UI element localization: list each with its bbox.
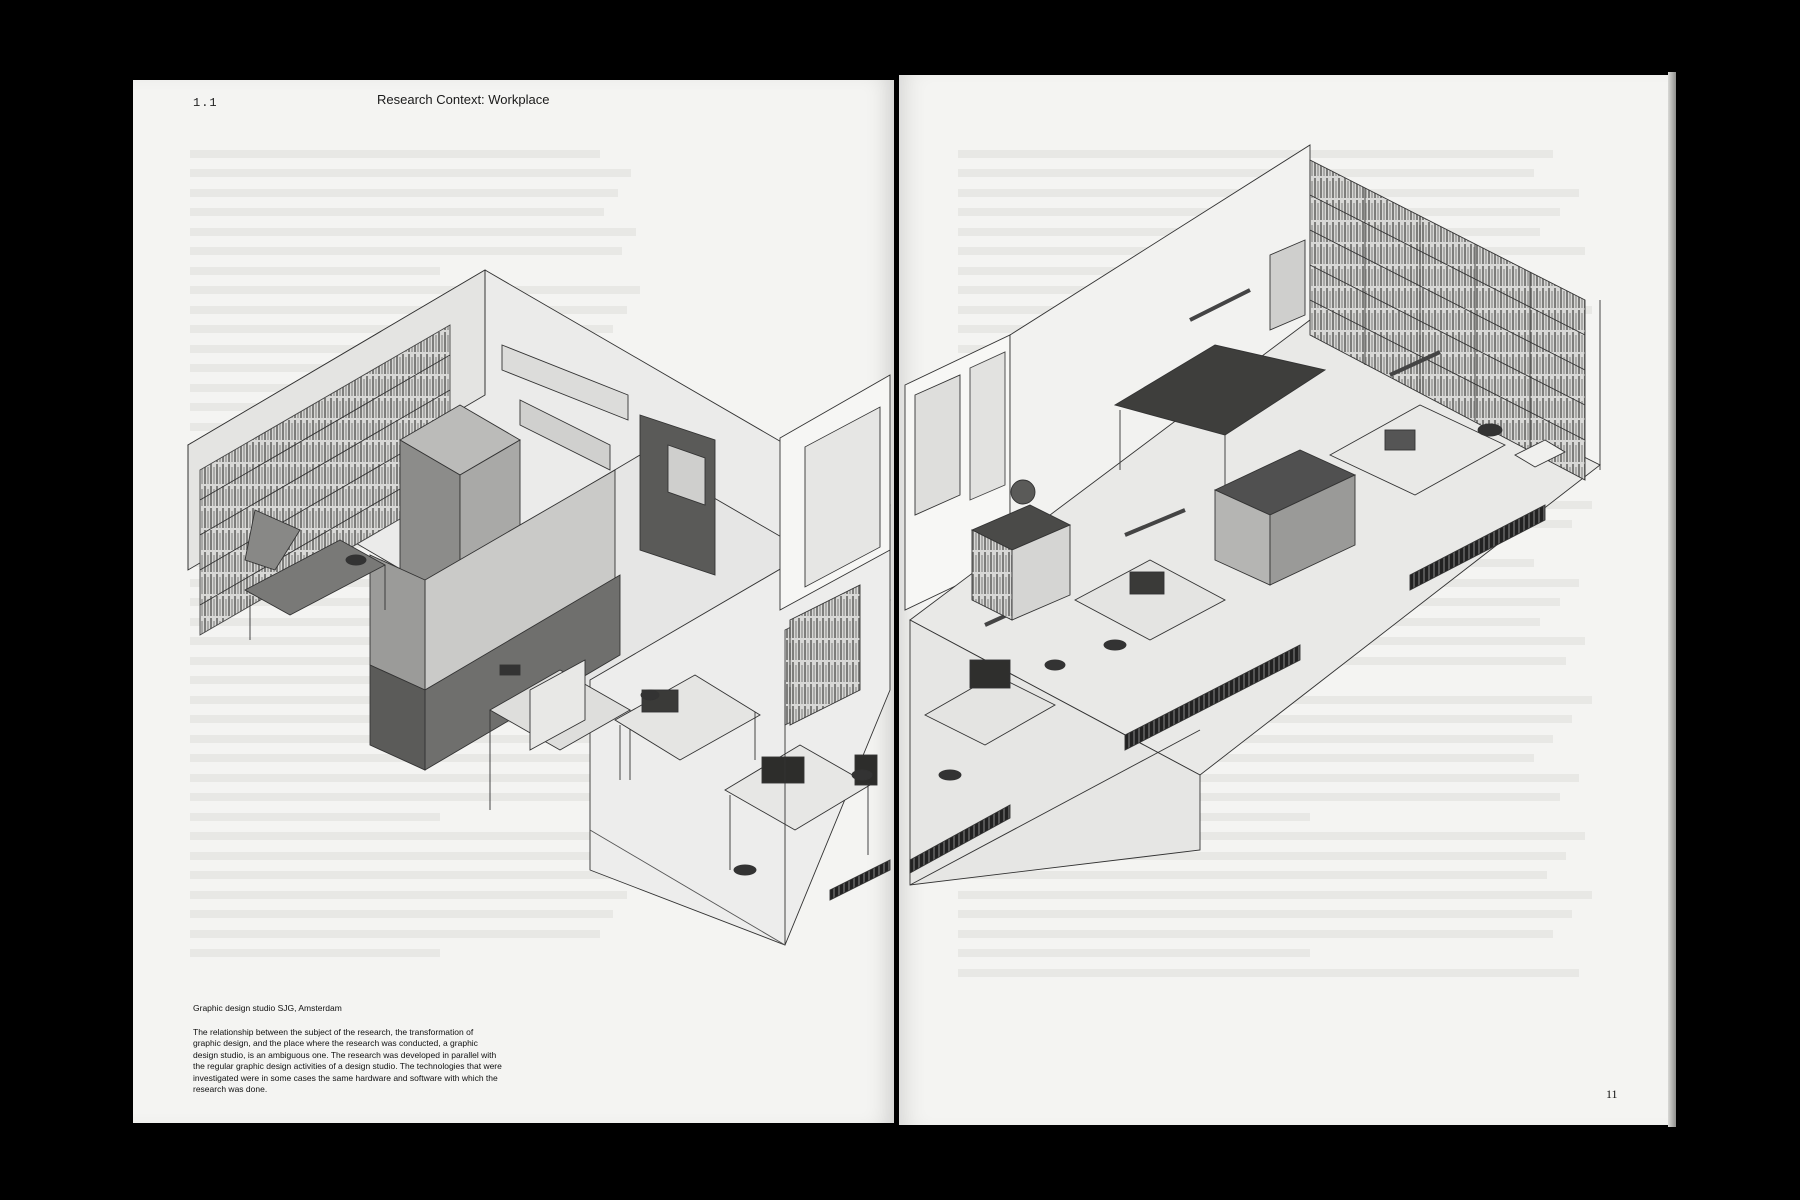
caption-body: The relationship between the subject of … [193, 1027, 502, 1095]
right-room [789, 144, 1601, 886]
caption-title: Graphic design studio SJG, Amsterdam [193, 1003, 342, 1013]
section-title: Research Context: Workplace [377, 92, 550, 107]
section-number: 1.1 [193, 96, 218, 110]
page-stack-edge [1668, 72, 1676, 1127]
page-number: 11 [1606, 1087, 1618, 1101]
left-room [187, 269, 891, 946]
